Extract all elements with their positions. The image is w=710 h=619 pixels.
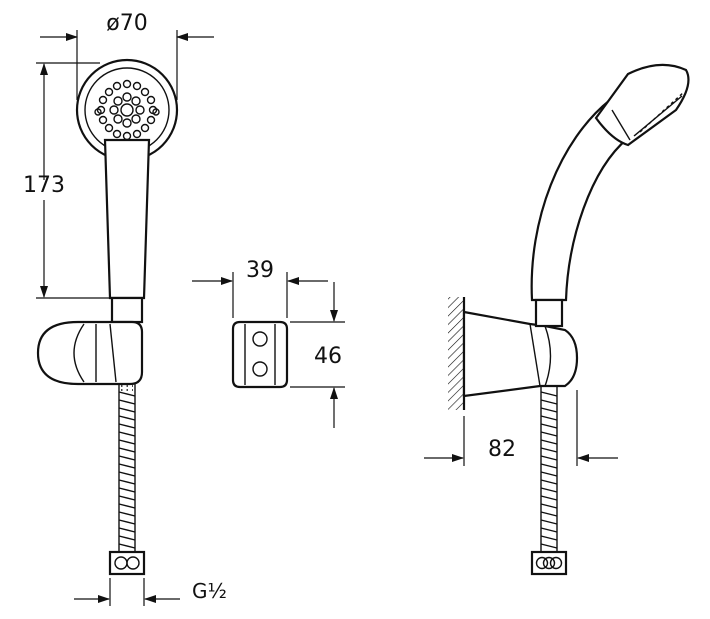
dim-projection: 82	[424, 390, 618, 466]
thread-label: G½	[192, 579, 227, 603]
holder-side	[462, 310, 579, 398]
hose-front	[118, 384, 136, 552]
holder-detail	[231, 320, 289, 389]
diameter-label: ø70	[106, 11, 147, 36]
hose-side	[540, 386, 558, 552]
holder-width-label: 39	[246, 258, 274, 283]
wall-hatch	[448, 297, 466, 410]
dim-diameter: ø70	[40, 11, 214, 100]
holder-front	[36, 320, 144, 386]
spray-nozzles	[94, 79, 160, 141]
dim-height: 173	[23, 62, 110, 299]
front-view	[36, 58, 179, 576]
handle-front	[103, 138, 151, 300]
hose-nut-side	[530, 550, 568, 576]
height-label: 173	[23, 173, 65, 198]
projection-label: 82	[488, 437, 516, 462]
dim-thread: G½	[74, 578, 227, 606]
handle-side	[530, 63, 690, 328]
hose-nut-front	[108, 550, 146, 576]
holder-height-label: 46	[314, 344, 342, 369]
handle-neck-front	[110, 296, 144, 324]
dim-holder-height: 46	[290, 282, 345, 428]
side-view	[448, 63, 690, 576]
dim-holder-width: 39	[192, 258, 328, 318]
shower-head-front	[75, 58, 179, 162]
